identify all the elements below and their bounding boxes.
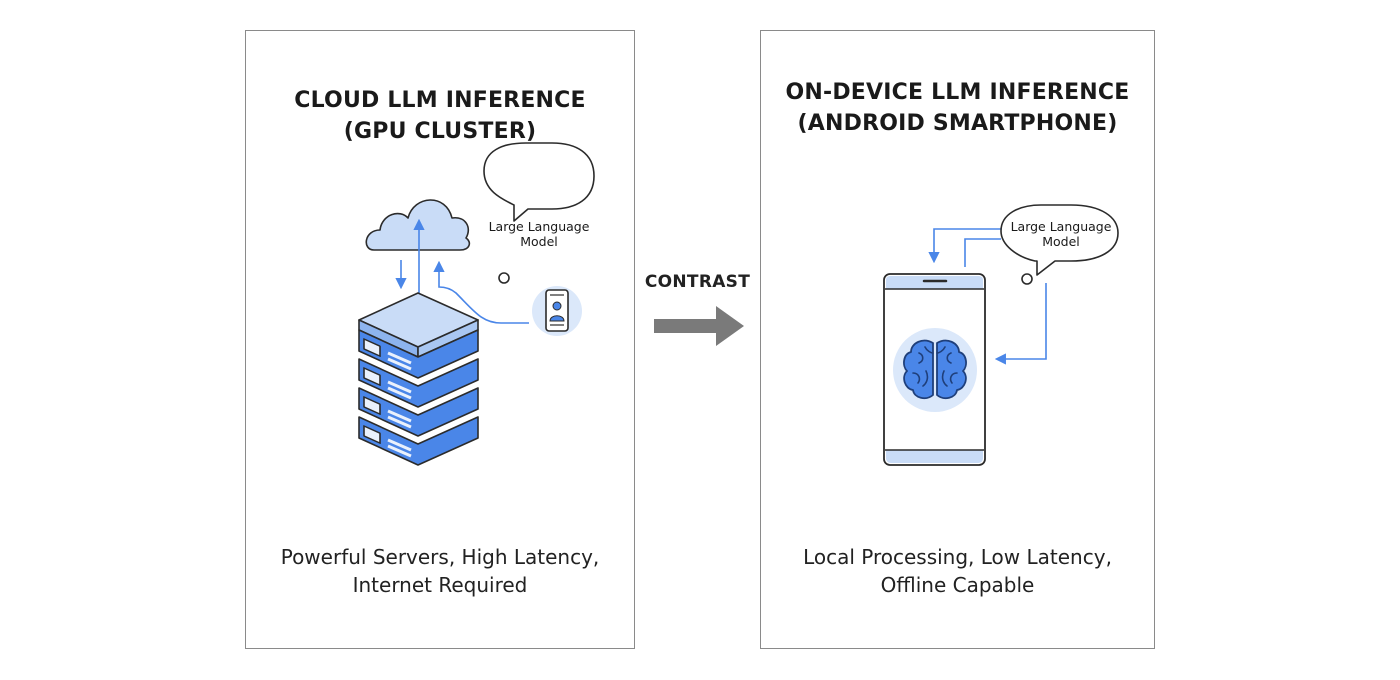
right-arrow-icon <box>654 306 744 346</box>
server-unit <box>358 358 479 408</box>
on-device-caption-line2: Offline Capable <box>880 573 1035 597</box>
speech-bubble-icon <box>1000 204 1119 285</box>
on-device-inference-panel: ON-DEVICE LLM INFERENCE (ANDROID SMARTPH… <box>760 30 1155 649</box>
on-device-illustration <box>883 204 1119 466</box>
server-unit <box>358 416 479 466</box>
cloud-title-line2: (GPU CLUSTER) <box>343 119 537 144</box>
cloud-bubble-text: Large Language Model <box>484 219 594 249</box>
server-unit <box>358 329 479 379</box>
cloud-icon <box>365 199 471 251</box>
on-device-panel-title: ON-DEVICE LLM INFERENCE (ANDROID SMARTPH… <box>761 77 1154 139</box>
cloud-inference-panel: CLOUD LLM INFERENCE (GPU CLUSTER) <box>245 30 635 649</box>
server-unit <box>358 387 479 437</box>
cloud-illustration <box>358 142 595 466</box>
on-device-bubble-line1: Large Language <box>1010 219 1112 234</box>
cloud-bubble-line1: Large Language <box>488 219 590 234</box>
cloud-caption-line2: Internet Required <box>352 573 528 597</box>
brain-icon <box>893 328 977 412</box>
cloud-bubble-line2: Model <box>520 234 558 249</box>
on-device-title-line2: (ANDROID SMARTPHONE) <box>797 111 1118 136</box>
server-stack-icon <box>358 292 479 466</box>
cloud-panel-title: CLOUD LLM INFERENCE (GPU CLUSTER) <box>246 85 634 147</box>
on-device-bubble-line2: Model <box>1042 234 1080 249</box>
cloud-title-line1: CLOUD LLM INFERENCE <box>294 88 586 113</box>
on-device-caption-line1: Local Processing, Low Latency, <box>803 545 1112 569</box>
on-device-caption: Local Processing, Low Latency, Offline C… <box>761 543 1154 599</box>
on-device-bubble-text: Large Language Model <box>1005 219 1117 249</box>
local-flow-arrows <box>928 228 1047 365</box>
speech-bubble-icon <box>483 142 595 284</box>
cloud-caption: Powerful Servers, High Latency, Internet… <box>246 543 634 599</box>
contrast-label: CONTRAST <box>644 272 751 292</box>
cloud-caption-line1: Powerful Servers, High Latency, <box>280 545 600 569</box>
smartphone-user-icon <box>532 286 582 336</box>
on-device-title-line1: ON-DEVICE LLM INFERENCE <box>785 80 1130 105</box>
